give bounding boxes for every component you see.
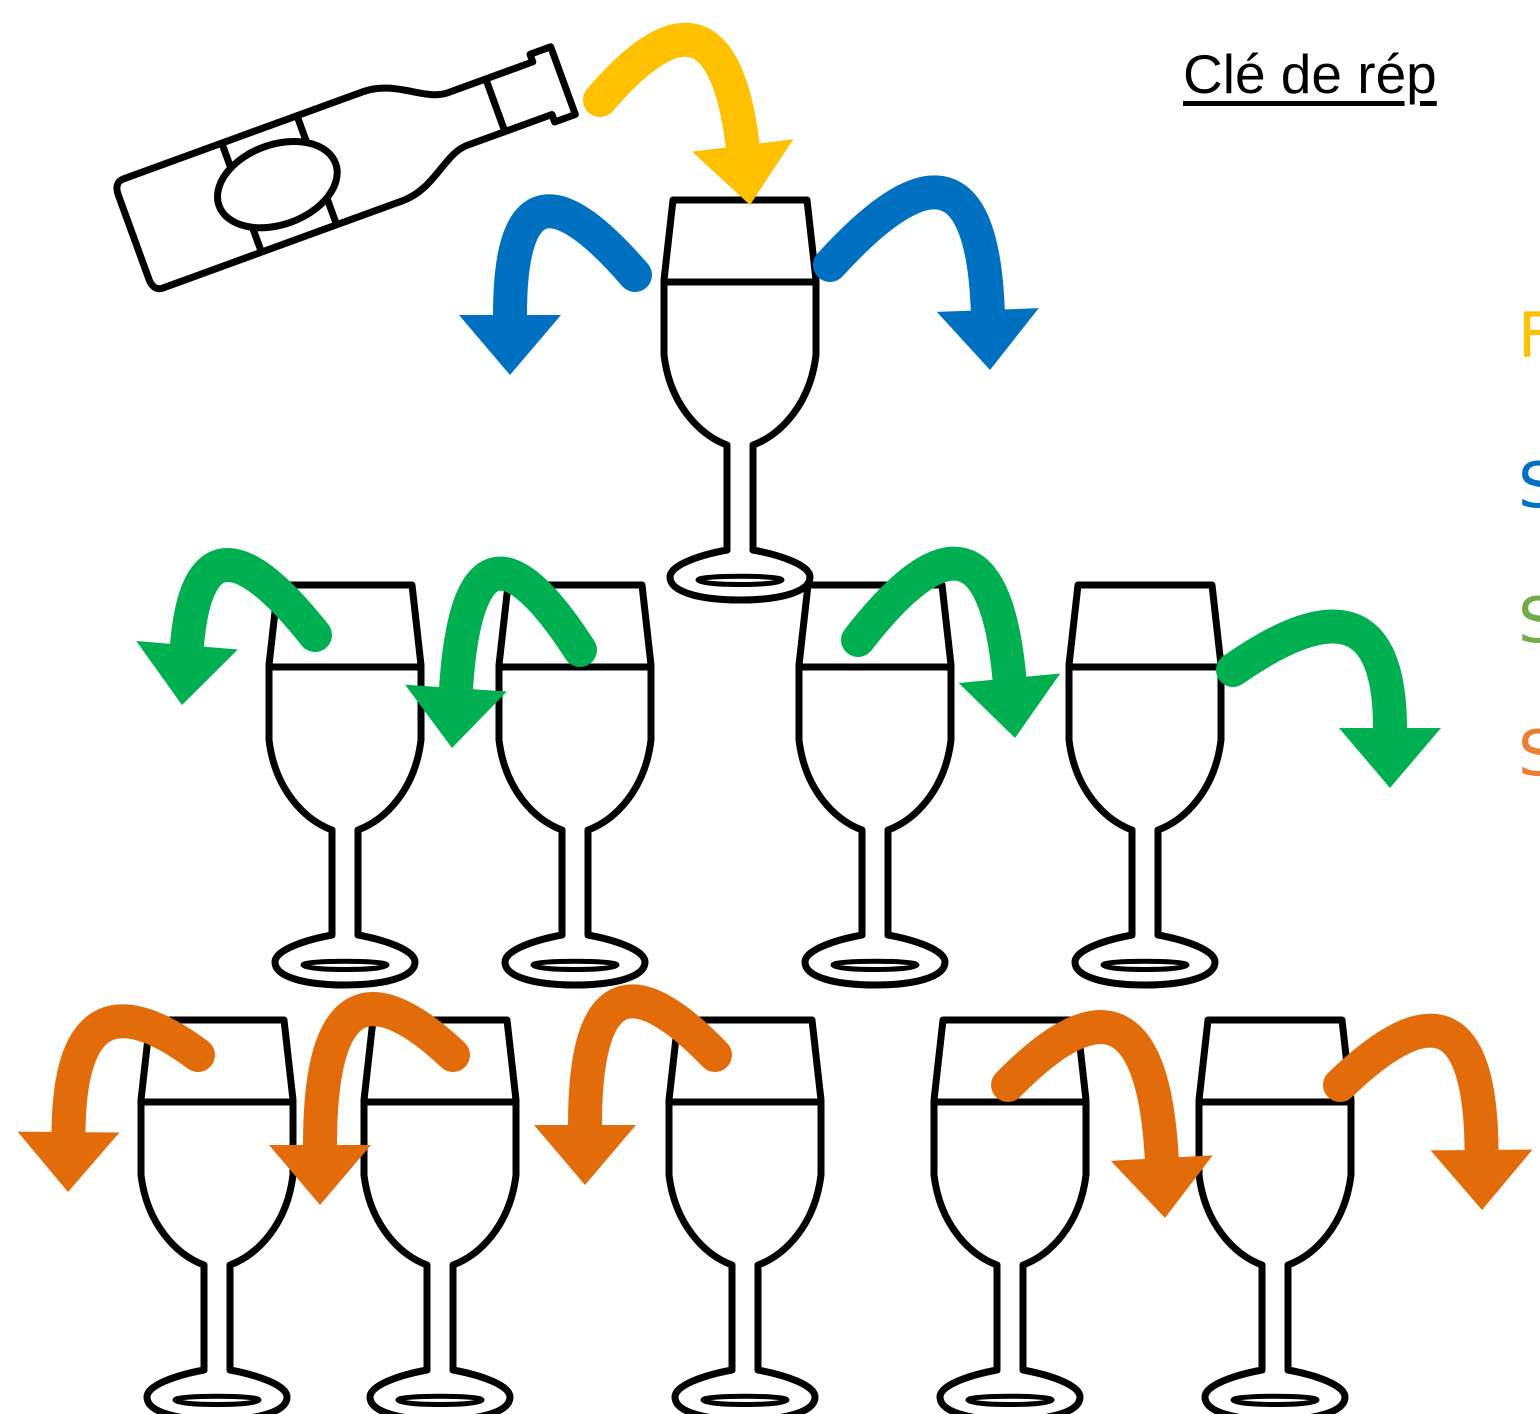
curved-arrow-icon xyxy=(1216,609,1441,788)
curved-arrow-icon xyxy=(17,1004,215,1192)
wine-glass-row2-4 xyxy=(1069,585,1221,985)
curved-arrow-icon xyxy=(534,984,732,1185)
curved-arrow-icon xyxy=(583,22,794,205)
wine-glass-row3-3 xyxy=(669,1020,821,1414)
curved-arrow-icon xyxy=(1323,1013,1533,1210)
key-title: Clé de rép xyxy=(1183,43,1437,105)
curved-arrow-icon xyxy=(269,992,470,1205)
legend-item-level-3: S xyxy=(1518,717,1540,790)
wine-glass-row3-2 xyxy=(364,1020,516,1414)
legend-item-level-2: S xyxy=(1518,584,1540,657)
curved-arrow-icon xyxy=(991,1010,1213,1218)
legend-item-level-1: S xyxy=(1518,449,1540,522)
curved-arrow-icon xyxy=(405,556,597,748)
wine-bottle-icon xyxy=(113,43,579,293)
wine-glass-row3-1 xyxy=(141,1020,293,1414)
curved-arrow-icon xyxy=(841,546,1061,738)
curved-arrow-icon xyxy=(136,548,332,705)
curved-arrow-icon xyxy=(813,175,1039,370)
wine-glass-row2-1 xyxy=(269,585,421,985)
legend-item-pour: F xyxy=(1518,299,1540,372)
curved-arrow-icon xyxy=(459,194,652,375)
wine-glass-top xyxy=(664,200,816,600)
